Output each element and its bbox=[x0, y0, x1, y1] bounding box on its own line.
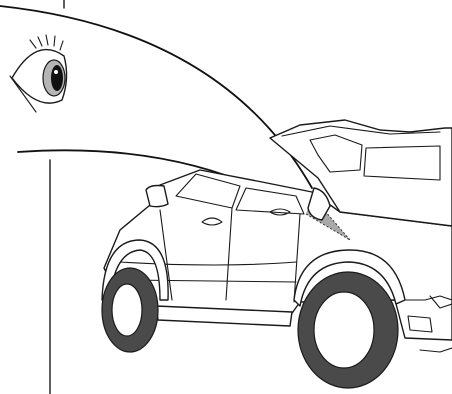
upper-sight-line bbox=[0, 6, 312, 188]
rear-side-mirror bbox=[146, 186, 168, 207]
eye-icon bbox=[10, 35, 67, 112]
pickup-truck bbox=[102, 120, 452, 388]
